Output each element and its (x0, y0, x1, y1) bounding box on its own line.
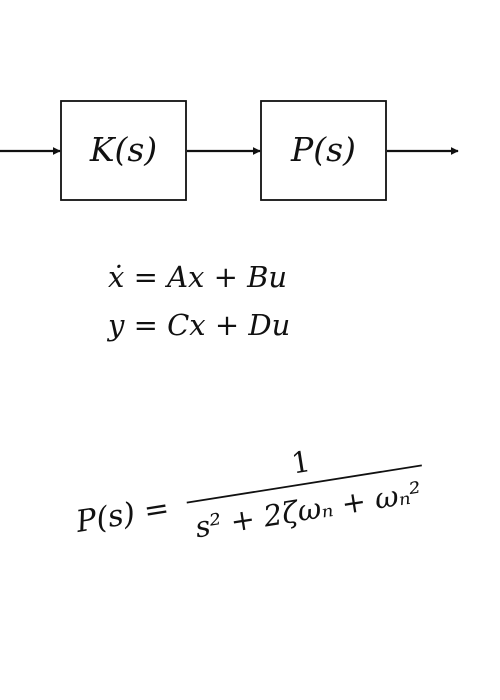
output-equation: y = Cx + Du (106, 308, 290, 342)
fraction-bar (186, 464, 422, 504)
plant-block-box (260, 100, 387, 201)
controller-block-label: K(s) (89, 130, 157, 169)
transfer-function-numerator: 1 (289, 444, 313, 480)
plant-block-label: P(s) (290, 130, 356, 169)
transfer-function: P(s) = 1 s² + 2ζωₙ + ωₙ² (73, 444, 424, 544)
plant-block: P(s) (260, 100, 387, 201)
controller-block-box (60, 100, 187, 201)
state-space-equations: ẋ = Ax + Bu y = Cx + Du (106, 260, 290, 342)
transfer-function-lhs: P(s) = (73, 491, 172, 540)
controller-block: K(s) (60, 100, 187, 201)
transfer-function-denominator: s² + 2ζωₙ + ωₙ² (193, 475, 424, 544)
state-equation: ẋ = Ax + Bu (108, 260, 287, 294)
